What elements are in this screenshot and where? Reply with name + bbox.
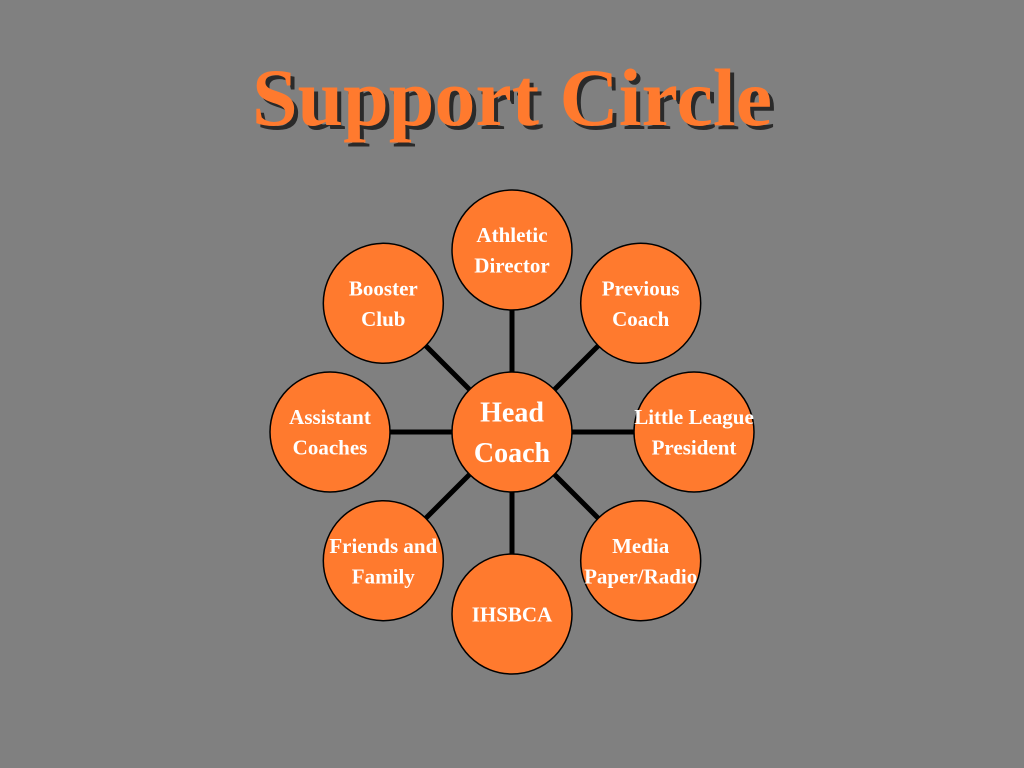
- node-circle-ihsbca: [451, 553, 573, 675]
- node-label-assistant-coaches-line-1: Assistant: [289, 405, 371, 429]
- node-label-ihsbca-line-1: IHSBCA: [472, 602, 553, 626]
- node-label-friends-family-line-2: Family: [352, 564, 415, 588]
- node-circle-little-league-president: [633, 371, 755, 493]
- node-label-previous-coach-line-2: Coach: [612, 307, 669, 331]
- node-label-media-line-2: Paper/Radio: [584, 564, 697, 588]
- node-label-media-line-1: Media: [612, 534, 670, 558]
- node-label-little-league-president-line-2: President: [652, 436, 737, 460]
- node-label-booster-club-line-2: Club: [361, 307, 405, 331]
- node-label-friends-family-line-1: Friends and: [329, 534, 437, 558]
- node-label-assistant-coaches-line-2: Coaches: [293, 436, 368, 460]
- head-coach-circle: [451, 371, 573, 493]
- node-ihsbca: IHSBCA: [451, 553, 573, 675]
- node-circle-athletic-director: [451, 189, 573, 311]
- node-circle-assistant-coaches: [269, 371, 391, 493]
- node-label-athletic-director-line-2: Director: [474, 254, 549, 278]
- node-label-previous-coach-line-1: Previous: [602, 276, 680, 300]
- node-label-little-league-president-line-1: Little League: [634, 405, 754, 429]
- head-coach-label-line-2: Coach: [474, 438, 551, 469]
- slide-title: Support Circle: [251, 52, 773, 143]
- node-label-booster-club-line-1: Booster: [349, 276, 418, 300]
- head-coach-label-line-1: Head: [480, 398, 544, 429]
- node-label-athletic-director-line-1: Athletic: [476, 223, 547, 247]
- node-circle-previous-coach: [579, 242, 702, 365]
- node-circle-media: [579, 499, 702, 622]
- node-circle-booster-club: [322, 242, 445, 365]
- node-circle-friends-family: [322, 499, 445, 622]
